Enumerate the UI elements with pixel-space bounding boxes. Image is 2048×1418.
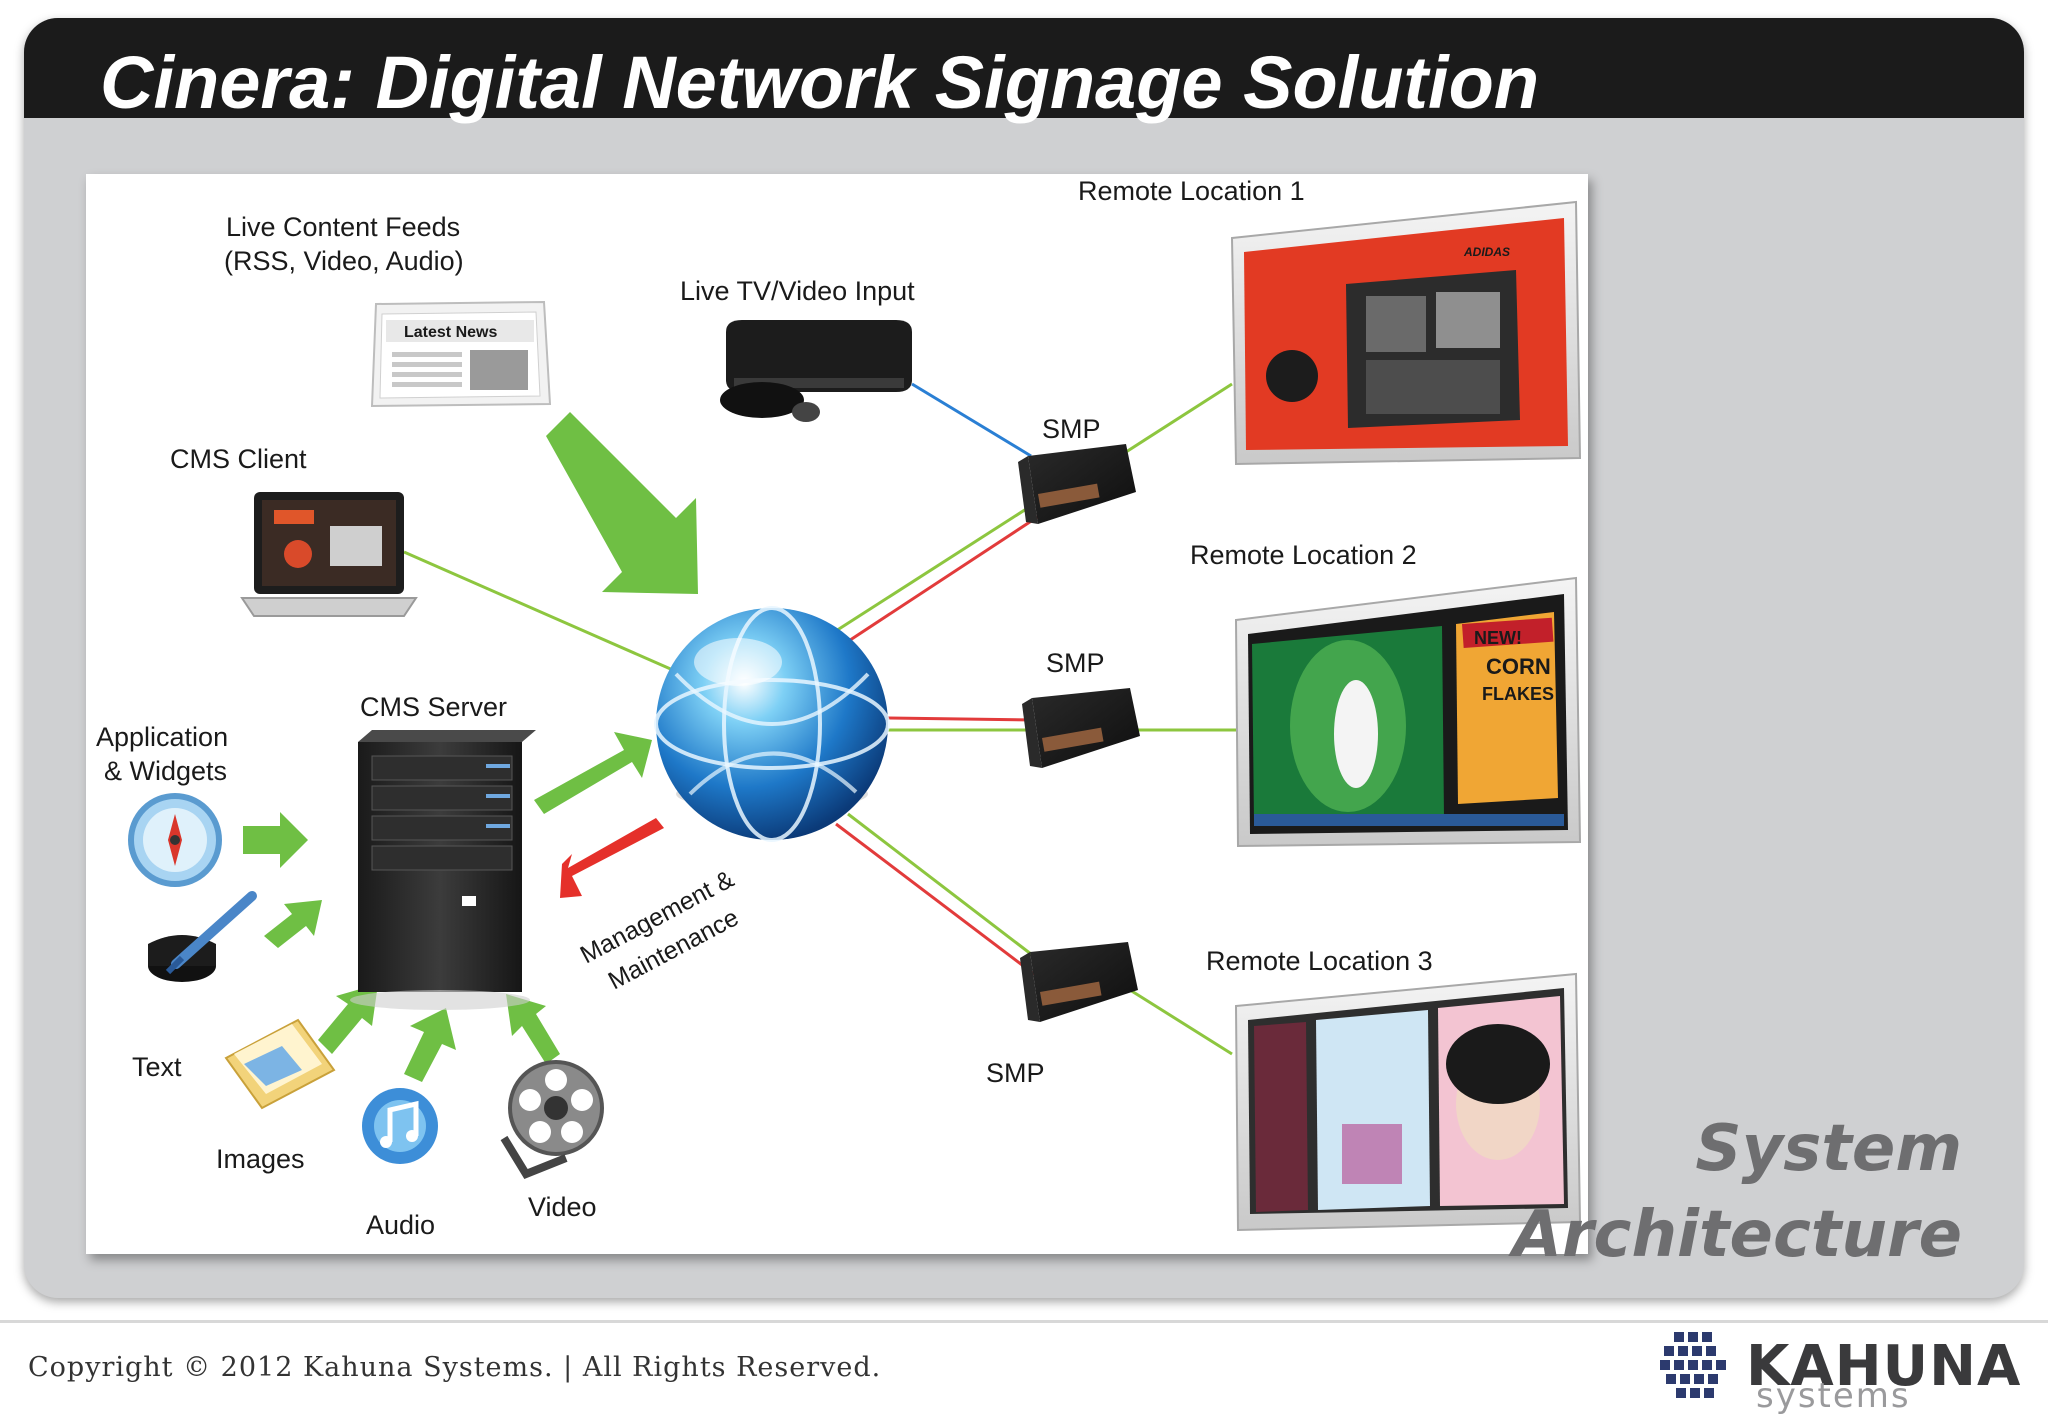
feed-arrow	[546, 412, 698, 594]
live-tv-label: Live TV/Video Input	[680, 276, 915, 306]
link-globe-smp3-green	[847, 812, 1045, 966]
screen2-headline: NEW!	[1474, 628, 1522, 648]
copyright-text: Copyright © 2012 Kahuna Systems. | All R…	[28, 1352, 882, 1383]
server-to-globe-arrow	[534, 732, 652, 814]
caption-line2: Architecture	[1512, 1198, 1962, 1272]
news-header: Latest News	[404, 324, 497, 341]
remote2-label: Remote Location 2	[1190, 540, 1417, 570]
audio-label: Audio	[366, 1210, 435, 1240]
images-icon	[224, 1018, 336, 1110]
remote-screen-3	[1234, 972, 1582, 1232]
slide-frame: Cinera: Digital Network Signage Solution	[24, 18, 2024, 1298]
screen2-product-line2: FLAKES	[1482, 684, 1554, 704]
smp-device-3	[1020, 942, 1138, 1022]
app-widgets-label-line2: & Widgets	[104, 756, 227, 786]
film-reel-icon	[500, 1060, 604, 1179]
section-caption: System Architecture	[1512, 1106, 1962, 1278]
slide-title: Cinera: Digital Network Signage Solution	[100, 41, 1540, 124]
server-tower-icon	[350, 730, 536, 1010]
ink-pen-icon	[148, 891, 257, 982]
brand-subtitle: systems	[1756, 1376, 1911, 1416]
laptop-icon	[240, 492, 418, 617]
remote1-label: Remote Location 1	[1078, 176, 1305, 206]
architecture-diagram: Latest News	[86, 174, 1588, 1254]
set-top-box-icon	[720, 320, 912, 422]
caption-line1: System	[1695, 1112, 1962, 1186]
widgets-arrow	[243, 812, 308, 868]
remote-screen-1: ADIDAS	[1230, 200, 1582, 466]
network-links	[403, 382, 1236, 1056]
management-arrow	[560, 818, 664, 898]
link-globe-smp2-red	[885, 716, 1035, 722]
link-smp1-remote1	[1125, 382, 1233, 454]
footer-divider	[0, 1320, 2048, 1323]
company-logo: KAHUNA systems	[1656, 1326, 2036, 1416]
compass-widget-icon	[128, 793, 222, 887]
smp-device-1	[1018, 444, 1136, 524]
link-globe-smp3-red	[835, 822, 1035, 976]
text-arrow	[264, 900, 322, 948]
cms-server-label: CMS Server	[360, 692, 507, 722]
link-globe-smp1-red	[837, 512, 1043, 650]
smp-label-1: SMP	[1042, 414, 1101, 444]
video-arrow	[506, 994, 560, 1064]
audio-arrow	[404, 1008, 456, 1082]
link-tv-smp1	[911, 382, 1032, 458]
app-widgets-label-line1: Application	[96, 722, 228, 752]
text-label: Text	[132, 1052, 182, 1082]
logo-mark-icon	[1660, 1332, 1726, 1398]
internet-globe-icon	[654, 606, 890, 842]
news-feed-icon: Latest News	[370, 300, 552, 408]
images-label: Images	[216, 1144, 305, 1174]
smp-label-3: SMP	[986, 1058, 1045, 1088]
video-label: Video	[528, 1192, 597, 1222]
live-feeds-label-line1: Live Content Feeds	[226, 212, 460, 242]
screen1-brand: ADIDAS	[1463, 245, 1510, 259]
live-feeds-label-line2: (RSS, Video, Audio)	[224, 246, 464, 276]
link-client-globe	[403, 550, 683, 676]
screen2-product-line1: CORN	[1486, 654, 1551, 679]
title-bar: Cinera: Digital Network Signage Solution	[24, 18, 2024, 124]
remote-screen-2: NEW! CORN FLAKES	[1234, 576, 1582, 848]
link-smp3-remote3	[1129, 988, 1233, 1056]
smp-device-2	[1022, 688, 1140, 768]
brand-name: KAHUNA	[1746, 1334, 2022, 1399]
audio-icon	[362, 1088, 438, 1164]
link-globe-smp1-green	[827, 502, 1035, 638]
smp-label-2: SMP	[1046, 648, 1105, 678]
cms-client-label: CMS Client	[170, 444, 307, 474]
remote3-label: Remote Location 3	[1206, 946, 1433, 976]
